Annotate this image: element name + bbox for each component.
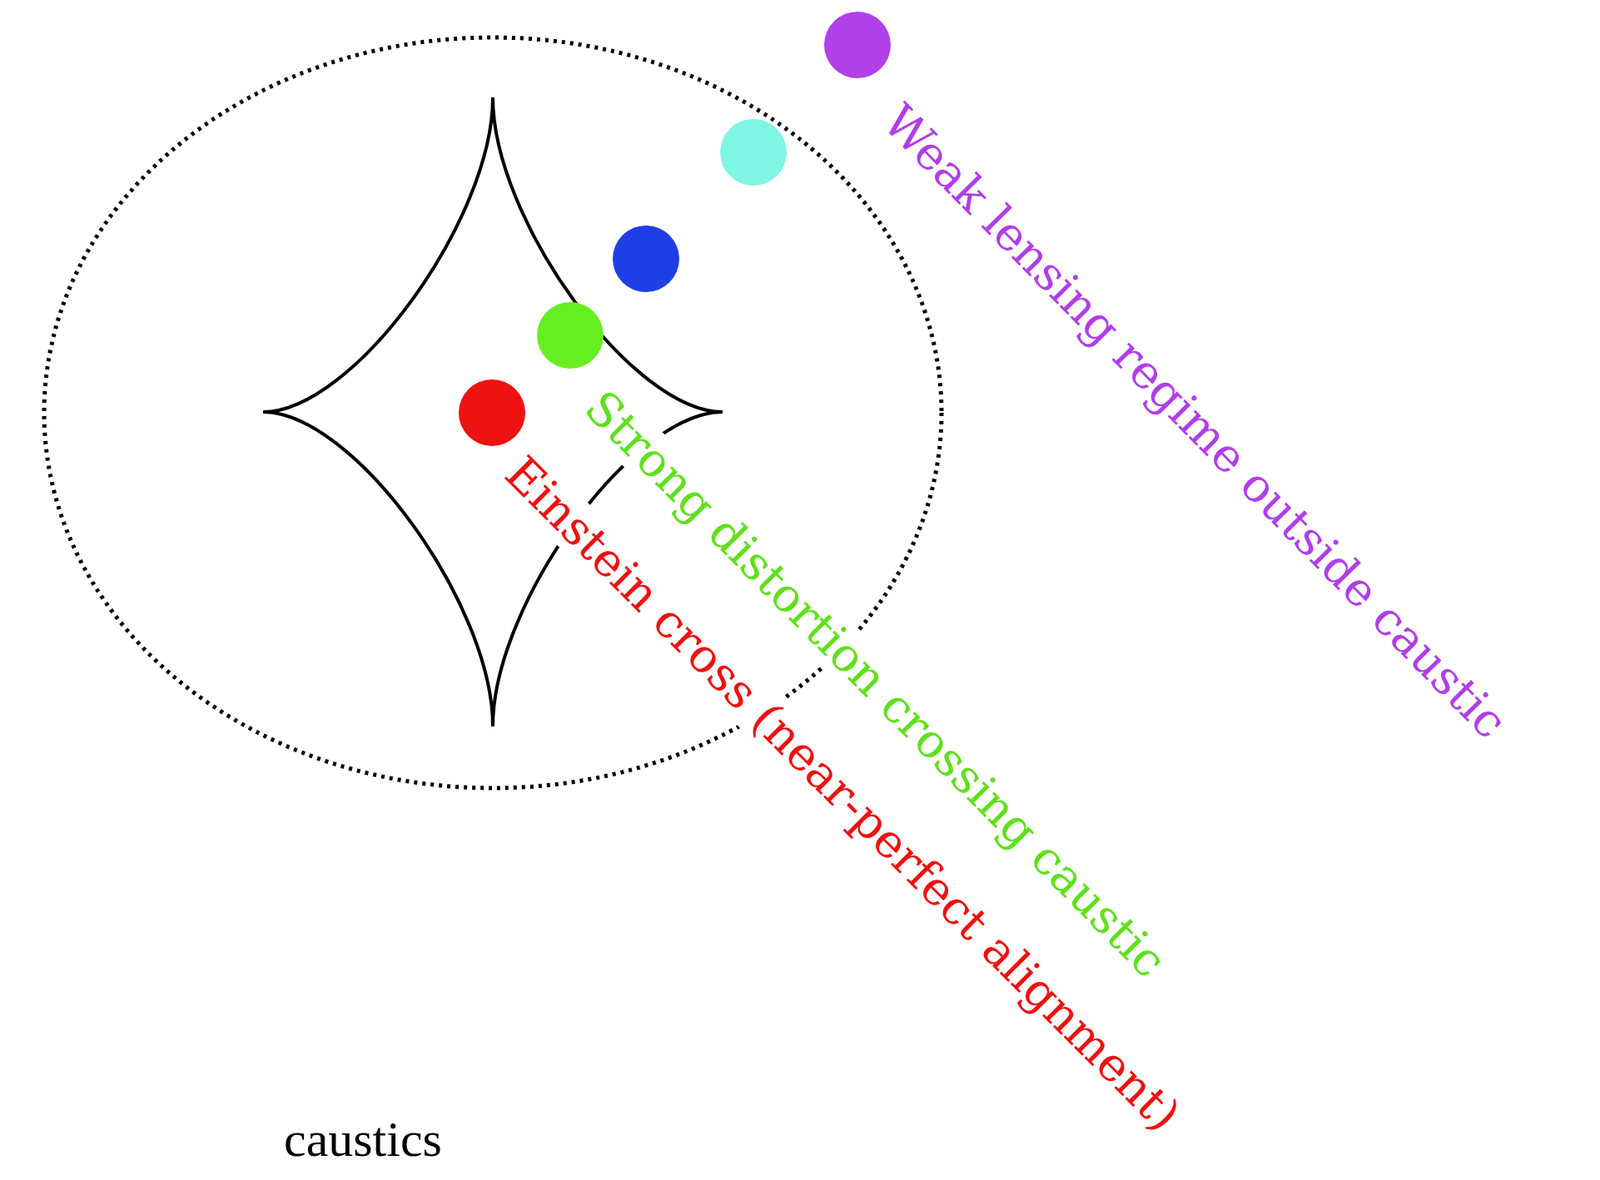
source-dot xyxy=(824,11,891,79)
source-dot xyxy=(536,302,604,369)
critical-curve xyxy=(44,37,942,789)
regime-label: Einstein cross (near-perfect alignment) xyxy=(493,445,1192,1143)
figure-caption-label: caustics xyxy=(283,1112,443,1168)
regime-label: Weak lensing regime outside caustic xyxy=(871,93,1519,751)
source-dot xyxy=(612,225,680,293)
source-dot xyxy=(720,119,787,186)
regime-label: Strong distortion crossing caustic xyxy=(573,379,1178,989)
source-dot xyxy=(458,379,526,447)
